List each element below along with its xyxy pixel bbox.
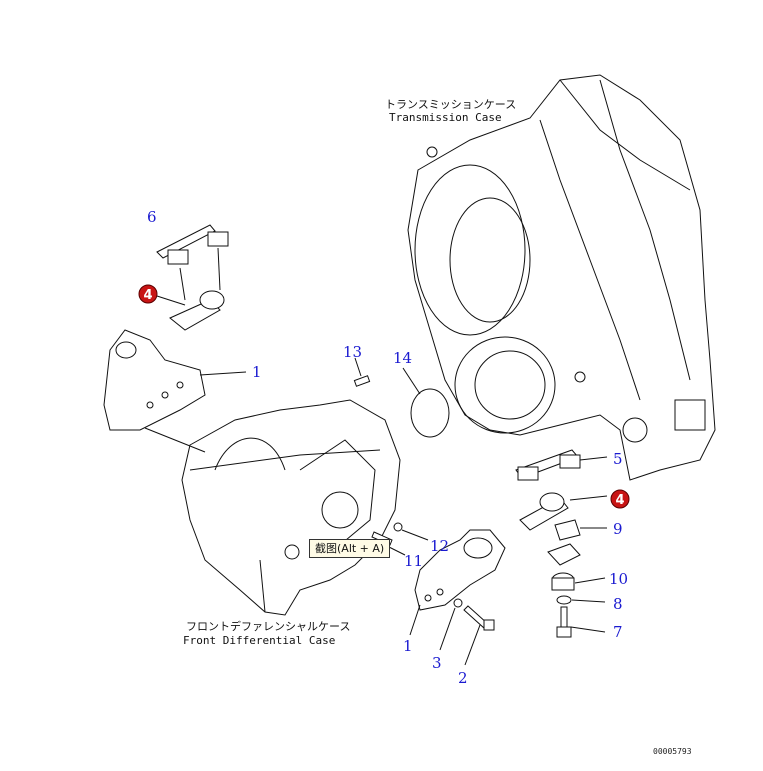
callout-9: 9 [613,520,623,538]
o-ring-part [410,388,450,438]
front-differential-case-drawing [181,399,401,616]
dowel-pin-part [353,375,371,387]
drawing-number: 00005793 [653,747,692,756]
callout-6: 6 [147,208,157,226]
badge-4-right-label: 4 [615,493,624,508]
callout-13: 13 [343,343,362,361]
front-diff-case-label-en: Front Differential Case [183,634,335,647]
badge-4-right: 4 [610,489,630,509]
front-diff-case-label-jp: フロントデファレンシャルケース [186,619,350,633]
transmission-case-drawing [407,74,716,481]
transmission-case-label-jp: トランスミッションケース [385,98,516,111]
callout-5: 5 [613,450,623,468]
callout-8: 8 [613,595,623,613]
callout-14: 14 [393,349,412,367]
badge-4-left: 4 [138,284,158,304]
callout-1-left: 1 [252,363,262,381]
callout-2: 2 [458,669,468,687]
callout-1-right: 1 [403,637,413,655]
left-mount-assembly [103,224,247,453]
callout-7: 7 [613,623,623,641]
callout-12: 12 [430,537,449,555]
screenshot-tooltip: 截图(Alt + A) [309,539,391,558]
transmission-case-label-en: Transmission Case [389,111,502,124]
callout-11: 11 [404,552,423,570]
callout-3: 3 [432,654,442,672]
callout-10: 10 [609,570,628,588]
badge-4-left-label: 4 [143,288,152,303]
